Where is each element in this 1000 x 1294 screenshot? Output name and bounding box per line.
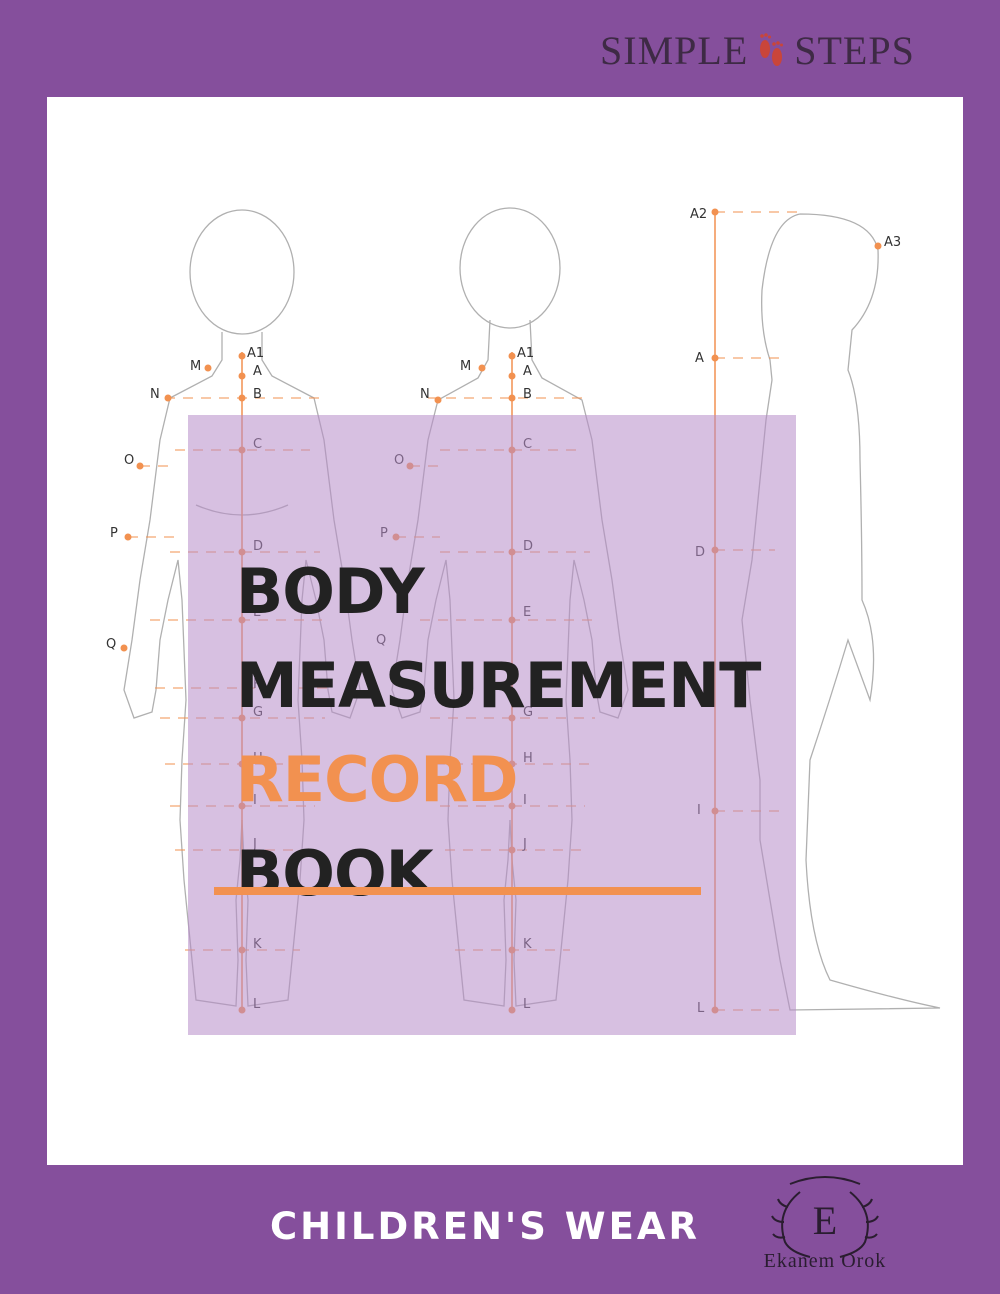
brand-name-part2: STEPS	[794, 27, 915, 73]
front-label-a1: A1	[247, 346, 264, 361]
title-overlay	[188, 415, 796, 1035]
front-label-b: B	[253, 387, 262, 402]
back-label-m: M	[460, 359, 471, 374]
book-title: BODY MEASUREMENT RECORD BOOK	[236, 545, 761, 921]
side-label-a2: A2	[690, 207, 707, 222]
front-label-a: A	[253, 364, 262, 379]
subtitle: CHILDREN'S WEAR	[270, 1205, 700, 1248]
publisher-monogram: E	[813, 1198, 837, 1243]
laurel-icon	[771, 1176, 879, 1258]
publisher-name: Ekanem Orok	[763, 1250, 887, 1272]
footprints-icon	[760, 33, 784, 66]
front-label-p: P	[110, 526, 118, 541]
brand-logo: SIMPLE STEPS	[600, 22, 940, 78]
title-line-3: RECORD	[236, 743, 519, 816]
brand-name-part1: SIMPLE	[600, 27, 749, 73]
back-label-b: B	[523, 387, 532, 402]
title-underline	[214, 887, 701, 895]
back-label-n: N	[420, 387, 430, 402]
back-label-a1: A1	[517, 346, 534, 361]
title-line-4: BOOK	[236, 837, 434, 910]
side-label-a3: A3	[884, 235, 901, 250]
publisher-crest: E	[771, 1176, 879, 1258]
back-label-a: A	[523, 364, 532, 379]
front-label-o: O	[124, 453, 134, 468]
title-line-2: MEASUREMENT	[236, 649, 761, 722]
side-label-a: A	[695, 351, 704, 366]
front-label-n: N	[150, 387, 160, 402]
front-label-q: Q	[106, 637, 116, 652]
front-label-m: M	[190, 359, 201, 374]
side-figure	[741, 213, 941, 1011]
title-line-1: BODY	[236, 555, 425, 628]
